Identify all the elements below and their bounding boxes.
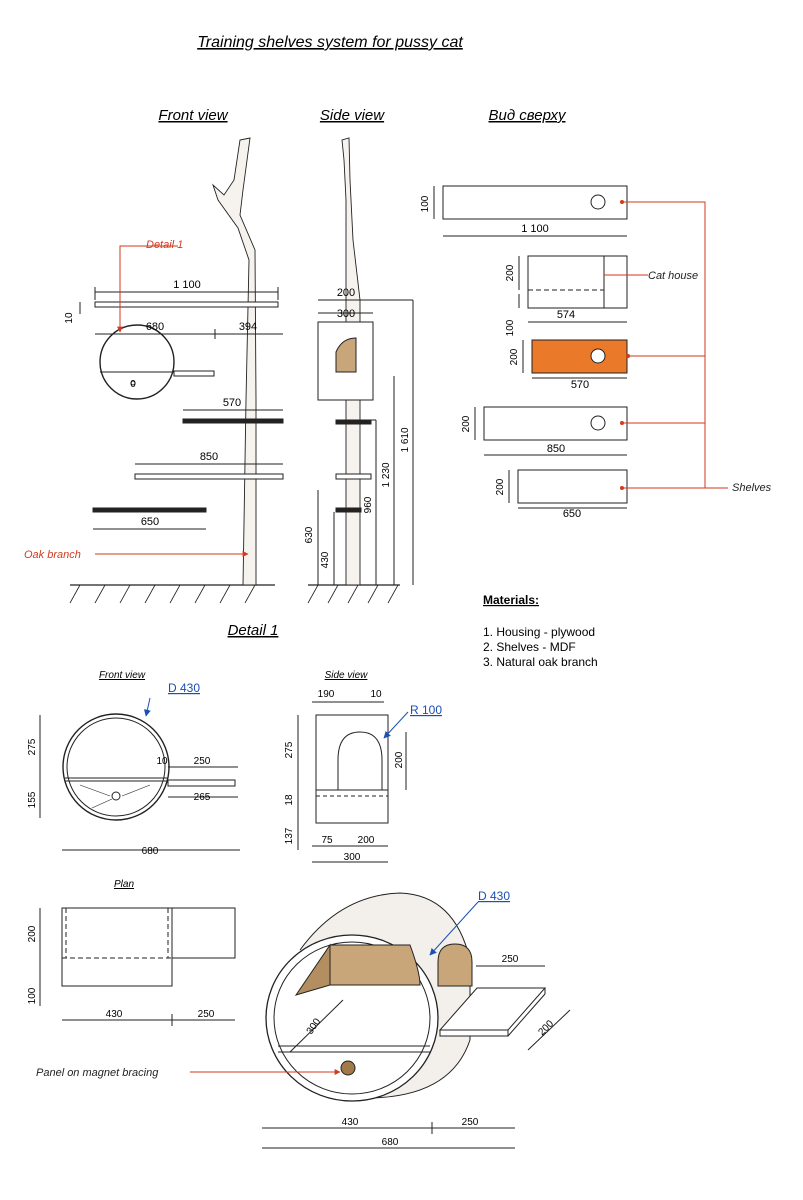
dim-detail-side-18: 18 [284, 794, 295, 806]
dim-iso-250: 250 [462, 1117, 479, 1128]
dim-detail-front-155: 155 [27, 791, 38, 808]
dim-top-650: 650 [563, 508, 581, 520]
dim-top-200a: 200 [505, 264, 516, 281]
d430-callout-b: D 430 [478, 889, 510, 903]
detail-side-title: Side view [325, 670, 369, 681]
material-item-2: 2. Shelves - MDF [483, 640, 576, 654]
dot [626, 354, 630, 358]
side-view-title: Side view [320, 107, 385, 124]
dim-detail-side-200h: 200 [394, 751, 405, 768]
dot [620, 200, 624, 204]
dim-iso-200: 200 [536, 1018, 556, 1038]
dim-front-total: 1 100 [173, 279, 201, 291]
sheet-title: Training shelves system for pussy cat [197, 34, 463, 51]
plan-title: Plan [114, 879, 134, 890]
iso-view [262, 892, 571, 1149]
dim-front-left: 680 [146, 321, 164, 333]
shelves-callout: Shelves [732, 482, 772, 494]
dim-front-570: 570 [223, 397, 241, 409]
shelves-leaders [604, 201, 728, 489]
cat-house-callout: Cat house [648, 270, 698, 282]
dim-side-200: 200 [337, 287, 355, 299]
shelf-1100 [94, 301, 279, 308]
dim-detail-side-275: 275 [284, 741, 295, 758]
d430-leader-b [429, 901, 479, 956]
dim-plan-430: 430 [106, 1009, 123, 1020]
dim-iso-680: 680 [382, 1137, 399, 1148]
dim-side-430: 430 [320, 551, 331, 568]
detail1-callout: Detail 1 [146, 239, 183, 251]
dim-top-200d: 200 [495, 478, 506, 495]
r100-callout: R 100 [410, 703, 442, 717]
side-view [307, 137, 414, 604]
dim-top-850: 850 [547, 443, 565, 455]
dim-iso-430: 430 [342, 1117, 359, 1128]
dim-detail-side-10: 10 [370, 689, 382, 700]
shelf-850 [134, 473, 284, 480]
dim-plan-100: 100 [27, 987, 38, 1004]
top-shelf-1100 [442, 185, 628, 220]
detail-title: Detail 1 [228, 622, 279, 639]
front-view [69, 137, 284, 604]
r100-leader [383, 711, 409, 739]
plan-view [39, 907, 236, 1026]
housing-circle-front [99, 324, 175, 400]
dim-detail-front-265: 265 [194, 792, 211, 803]
dim-plan-250: 250 [198, 1009, 215, 1020]
dim-detail-side-137: 137 [284, 827, 295, 844]
dim-iso-250b: 250 [502, 954, 519, 965]
oak-branch-front [212, 137, 257, 586]
dim-front-650: 650 [141, 516, 159, 528]
top-shelf-570 [531, 339, 628, 374]
dot [620, 486, 624, 490]
dim-top-100: 100 [420, 195, 431, 212]
shelf-650 [92, 507, 207, 513]
dim-detail-front-250: 250 [194, 756, 211, 767]
dim-front-right: 394 [239, 321, 257, 333]
top-view-title: Вид сверху [489, 107, 567, 124]
detail1-leader [117, 245, 178, 333]
dim-side-1230: 1 230 [381, 462, 392, 487]
dim-detail-front-10: 10 [156, 756, 168, 767]
materials-heading: Materials: [483, 593, 539, 607]
dim-front-thick: 10 [64, 312, 75, 324]
top-shelf-850 [483, 406, 628, 441]
dim-detail-front-275: 275 [27, 738, 38, 755]
dim-side-300: 300 [337, 308, 355, 320]
dim-top-100b: 100 [505, 319, 516, 336]
panel-callout: Panel on magnet bracing [36, 1067, 159, 1079]
dim-front-850: 850 [200, 451, 218, 463]
dim-detail-side-190: 190 [318, 689, 335, 700]
dim-top-1100: 1 100 [521, 223, 549, 235]
top-cat-house [527, 255, 628, 309]
material-item-1: 1. Housing - plywood [483, 625, 595, 639]
d430-callout-a: D 430 [168, 681, 200, 695]
detail-front-view [39, 713, 240, 851]
dim-top-200c: 200 [461, 415, 472, 432]
dim-top-574: 574 [557, 309, 575, 321]
shelf-570 [182, 418, 284, 424]
dim-plan-200: 200 [27, 925, 38, 942]
detail-side-view [297, 701, 407, 863]
dim-top-200b: 200 [509, 348, 520, 365]
dim-detail-side-300: 300 [344, 852, 361, 863]
dim-side-630: 630 [304, 526, 315, 543]
top-view [433, 185, 628, 509]
top-shelf-650 [517, 469, 628, 504]
front-view-title: Front view [158, 107, 228, 124]
dim-side-1610: 1 610 [400, 427, 411, 452]
dim-detail-front-680: 680 [142, 846, 159, 857]
dot [620, 421, 624, 425]
dim-front-zero: 0 [130, 379, 136, 390]
dim-detail-side-75: 75 [321, 835, 333, 846]
d430-leader-a [143, 697, 151, 717]
detail-front-title: Front view [99, 670, 146, 681]
dim-top-570: 570 [571, 379, 589, 391]
dim-side-960: 960 [363, 496, 374, 513]
oak-branch-callout: Oak branch [24, 549, 81, 561]
dim-detail-side-200w: 200 [358, 835, 375, 846]
material-item-3: 3. Natural oak branch [483, 655, 598, 669]
